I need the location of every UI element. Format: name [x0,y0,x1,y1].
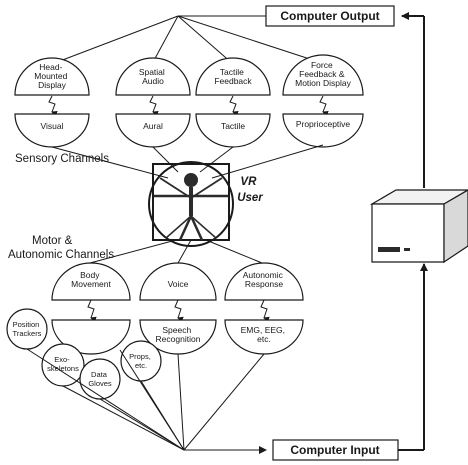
sensory-device-tactile [195,57,271,96]
device-label-1: Exo- skeletons [47,355,79,373]
motor-zigzag-0 [87,299,97,323]
sensory-to-user-1 [152,146,179,173]
motor-bottom-2: EMG, EEG, etc. [241,325,288,344]
motor-top-1: Voice [168,279,189,289]
motor-channels-title: Motor & Autonomic Channels [8,235,114,261]
sensory-zigzag-0 [48,95,58,117]
user-frame-circle [148,161,234,247]
motor-zigzag-1 [174,299,184,323]
user-arm-raised-left [159,177,192,199]
sensory-to-user-3 [211,144,324,179]
motor-top-0: Body Movement [71,270,111,289]
sensory-device-aural [115,57,191,96]
sensory-channels-title: Sensory Channels [15,153,109,165]
motor-top-2: Autonomic Response [243,270,286,289]
sensory-bottom-1: Aural [143,121,163,131]
motor-voice [139,262,217,301]
motor-input-physiological [224,319,304,355]
vr-user-label: VR User [237,176,263,204]
user-to-motor-1 [177,239,192,264]
sensory-device-proprioceptive [282,54,364,96]
user-arm-raised-right [190,177,223,199]
user-leg-spread-right [190,215,217,239]
motor-autonomic-response [224,262,304,301]
device-label-0: Position Trackers [13,320,42,338]
input-fan [26,348,265,451]
user-head [184,173,198,187]
sensory-zigzag-1 [149,95,159,117]
sensory-top-2: Tactile Feedback [214,67,252,86]
device-label-3: Props, etc. [129,352,153,370]
vr-user-figure [148,161,234,247]
device-label-2: Data Gloves [88,370,112,388]
sensory-channel-tactile [195,113,271,148]
motor-zigzag-2 [260,299,270,323]
sensory-bottom-0: Visual [41,121,64,131]
sensory-channel-visual [14,113,90,148]
output-fan-line-4 [177,15,326,65]
sensory-zigzag-2 [229,95,239,117]
user-leg-right [189,215,204,241]
sensory-to-user-2 [199,146,234,173]
sensory-top-1: Spatial Audio [139,67,167,86]
user-leg-left [178,215,193,241]
sensory-channel-proprioceptive [282,113,364,148]
sensory-top-3: Force Feedback & Motion Display [295,60,351,88]
sensory-channel-aural [115,113,191,148]
user-to-motor-2 [205,239,263,264]
motor-input-speech [139,319,217,355]
output-fan-line-3 [177,15,234,65]
computer-output-label: Computer Output [280,9,379,23]
user-leg-spread-left [165,215,192,239]
sensory-to-user-0 [51,146,169,179]
motor-bottom-1: Speech Recognition [156,325,201,344]
sensory-bottom-3: Proprioceptive [296,119,351,129]
sensory-top-0: Head- Mounted Display [34,62,69,90]
sensory-bottom-2: Tactile [221,121,245,131]
computer-input-label: Computer Input [290,443,379,457]
computer-unit-icon [369,189,468,264]
sensory-device-visual [14,57,90,96]
user-to-motor-0 [89,239,177,264]
output-fan-line-2 [151,15,179,65]
output-fan-line-1 [51,15,179,65]
sensory-zigzag-3 [319,95,329,117]
motor-body-movement [51,262,131,301]
